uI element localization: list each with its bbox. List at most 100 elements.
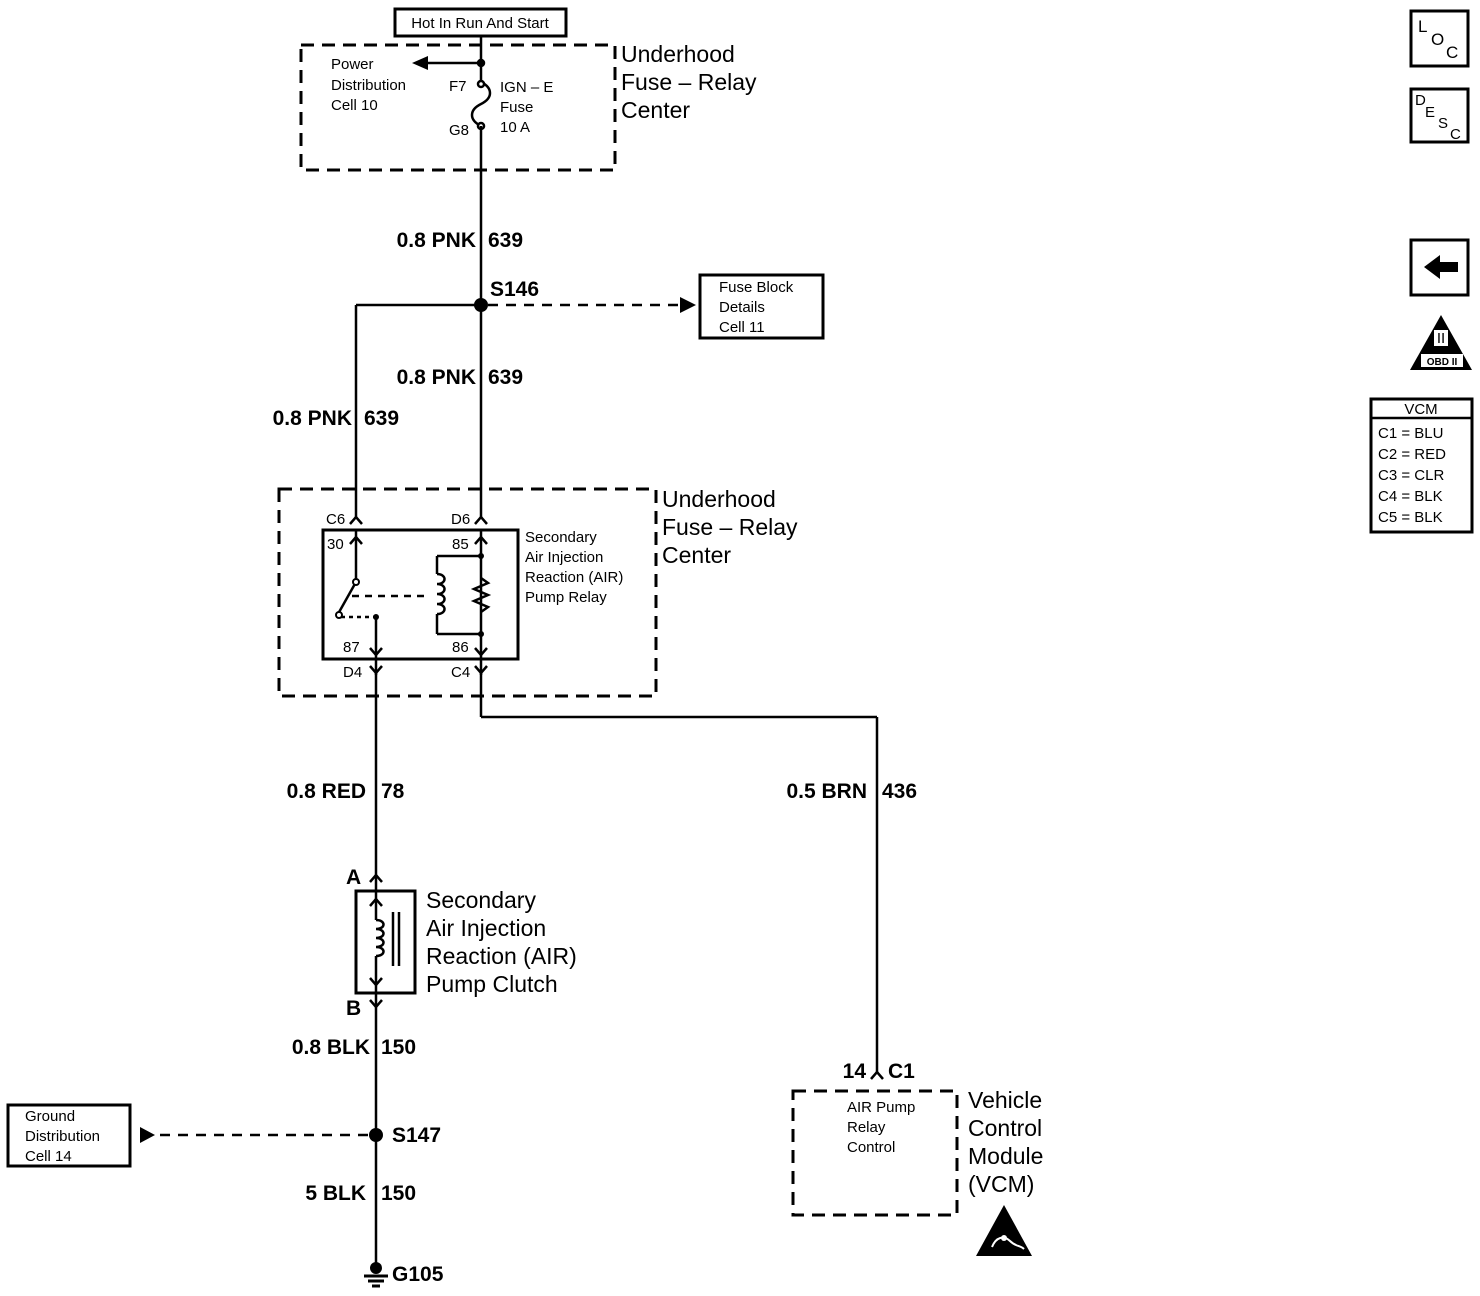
clutch-pin-a: A: [346, 866, 361, 889]
ground-ref-line-1: Ground: [25, 1108, 75, 1125]
ground-ref-line-3: Cell 14: [25, 1148, 72, 1165]
obd-mark: II: [1437, 330, 1445, 347]
terminal-87: 87: [343, 639, 360, 656]
ground-symbol: G105: [364, 1262, 444, 1288]
ground-ref-line-2: Distribution: [25, 1128, 100, 1145]
wire3-circuit: 639: [364, 407, 399, 430]
splice-s146-label: S146: [490, 278, 539, 301]
fuse-block-ref-line-1: Fuse Block: [719, 279, 794, 296]
clutch-label-4: Pump Clutch: [426, 971, 558, 997]
ground-distribution-ref[interactable]: Ground Distribution Cell 14: [6, 1103, 132, 1168]
relay-label-3: Reaction (AIR): [525, 569, 623, 586]
vcm-table-row: C2 = RED: [1378, 446, 1446, 463]
splice-s147: S147: [160, 1124, 441, 1147]
loc-l: L: [1418, 17, 1427, 36]
fuse-relay-center-mid: Underhood Fuse – Relay Center: [277, 486, 798, 698]
fuse-pin-out: G8: [449, 122, 469, 139]
ground-ref-arrow: [140, 1127, 155, 1143]
vcm-table-row: C4 = BLK: [1378, 488, 1443, 505]
desc-e: E: [1425, 104, 1435, 121]
vcm-connector-table: VCM C1 = BLU C2 = RED C3 = CLR C4 = BLK …: [1369, 397, 1474, 534]
fuse-pin-in: F7: [449, 78, 467, 95]
fuse-center-top-title-1: Underhood: [621, 41, 735, 67]
power-dist-arrow: [412, 56, 428, 70]
wire4-gauge: 0.8 RED: [287, 780, 366, 803]
wire4-circuit: 78: [381, 780, 405, 803]
terminal-30: 30: [327, 536, 344, 553]
power-dist-line-2: Distribution: [331, 77, 406, 94]
fuse-symbol: [426, 36, 492, 305]
loc-button[interactable]: L O C: [1409, 9, 1470, 68]
vcm-connector: C1: [888, 1060, 915, 1083]
wire6-gauge: 0.8 BLK: [292, 1036, 370, 1059]
pnk-wires: [354, 303, 680, 518]
desc-button[interactable]: D E S C: [1409, 87, 1470, 144]
vehicle-control-module: 14 C1 AIR Pump Relay Control Vehicle Con…: [791, 1060, 1043, 1217]
splice-s146: S146: [474, 278, 539, 312]
wire3-gauge: 0.8 PNK: [273, 407, 352, 430]
power-source-text: Hot In Run And Start: [411, 15, 549, 32]
vcm-table-row: C1 = BLU: [1378, 425, 1443, 442]
wire6-circuit: 150: [381, 1036, 416, 1059]
lower-wires: [374, 673, 879, 1266]
obd-ii-icon[interactable]: II OBD II: [1410, 315, 1472, 370]
desc-s: S: [1438, 115, 1448, 132]
fuse-name: IGN – E: [500, 79, 553, 96]
clutch-pin-b: B: [346, 997, 361, 1020]
fuse-center-top-title-2: Fuse – Relay: [621, 69, 757, 95]
pin-c6: C6: [326, 511, 345, 528]
vcm-title-1: Vehicle: [968, 1087, 1042, 1113]
power-dist-line-3: Cell 10: [331, 97, 378, 114]
vcm-title-4: (VCM): [968, 1171, 1034, 1197]
vcm-table-row: C3 = CLR: [1378, 467, 1444, 484]
arrow-left-icon: [1424, 255, 1458, 279]
fuse-rating: 10 A: [500, 119, 530, 136]
power-source-label: Hot In Run And Start: [393, 7, 568, 38]
wire5-circuit: 436: [882, 780, 917, 803]
relay-label-1: Secondary: [525, 529, 597, 546]
wire1-gauge: 0.8 PNK: [397, 229, 476, 252]
vcm-table-header: VCM: [1404, 401, 1437, 418]
power-dist-line-1: Power: [331, 56, 374, 73]
fuse-block-ref-arrow: [680, 297, 696, 313]
clutch-label-3: Reaction (AIR): [426, 943, 577, 969]
loc-o: O: [1431, 30, 1444, 49]
clutch-label-2: Air Injection: [426, 915, 546, 941]
terminal-86: 86: [452, 639, 469, 656]
relay-label-4: Pump Relay: [525, 589, 607, 606]
pin-c4: C4: [451, 664, 470, 681]
clutch-label-1: Secondary: [426, 887, 536, 913]
vcm-table-row: C5 = BLK: [1378, 509, 1443, 526]
fuse-center-mid-title-2: Fuse – Relay: [662, 514, 798, 540]
vcm-title-3: Module: [968, 1143, 1043, 1169]
pin-d6: D6: [451, 511, 470, 528]
ground-label: G105: [392, 1263, 444, 1286]
wire1-circuit: 639: [488, 229, 523, 252]
pin-d4: D4: [343, 664, 362, 681]
wire2-gauge: 0.8 PNK: [397, 366, 476, 389]
terminal-85: 85: [452, 536, 469, 553]
splice-s147-label: S147: [392, 1124, 441, 1147]
vcm-inner-3: Control: [847, 1139, 895, 1156]
vcm-inner-2: Relay: [847, 1119, 886, 1136]
desc-d: D: [1415, 92, 1426, 109]
vcm-title-2: Control: [968, 1115, 1042, 1141]
vcm-pin: 14: [843, 1060, 867, 1083]
air-pump-clutch: A B Secondary Air Injection Reaction (AI…: [346, 866, 577, 1020]
back-button[interactable]: [1409, 238, 1470, 297]
wire7-gauge: 5 BLK: [305, 1182, 366, 1205]
obd-label: OBD II: [1427, 357, 1458, 368]
fuse-center-top-title-3: Center: [621, 97, 690, 123]
esd-warning-icon: [976, 1205, 1032, 1256]
fuse-center-mid-title-3: Center: [662, 542, 731, 568]
air-pump-relay: Secondary Air Injection Reaction (AIR) P…: [321, 511, 623, 681]
relay-label-2: Air Injection: [525, 549, 603, 566]
fuse-center-mid-title-1: Underhood: [662, 486, 776, 512]
wire5-gauge: 0.5 BRN: [786, 780, 867, 803]
fuse-block-details-ref[interactable]: Fuse Block Details Cell 11: [698, 273, 825, 340]
vcm-inner-1: AIR Pump: [847, 1099, 915, 1116]
wire7-circuit: 150: [381, 1182, 416, 1205]
loc-c: C: [1446, 43, 1458, 62]
wire2-circuit: 639: [488, 366, 523, 389]
